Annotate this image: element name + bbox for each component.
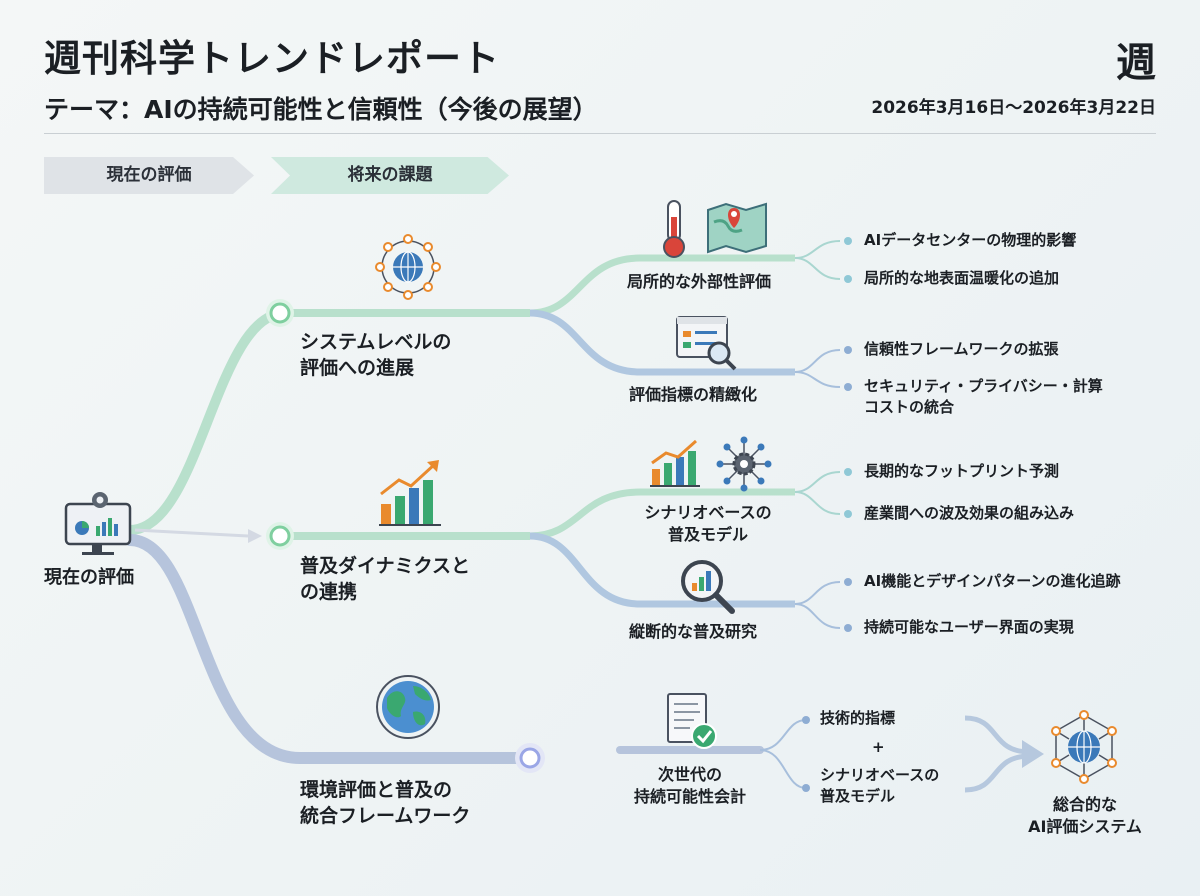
arrow-head [248,529,262,543]
node-branch1 [266,299,294,327]
leaf-1b-2-line1: セキュリティ・プライバシー・計算 [864,377,1103,395]
page-subtitle: テーマ：AIの持続可能性と信頼性（今後の展望） [44,95,598,124]
branch1-label: システムレベルの 評価への進展 [300,329,451,381]
branch2-label-line1: 普及ダイナミクスと [300,555,471,577]
map-pin-icon [707,202,767,254]
path-root-branch1 [125,308,290,535]
dashboard-magnifier-icon [676,316,737,371]
root-label: 現在の評価 [44,567,134,588]
chart-magnifier-icon [681,560,735,614]
sub2a-label-line1: シナリオベースの [644,503,772,522]
accounting-item-2: シナリオベースの 普及モデル [820,765,939,807]
sub1a-label: 局所的な外部性評価 [627,272,772,291]
sub2a-label-line2: 普及モデル [667,525,748,544]
leaf-2b-1: AI機能とデザインパターンの進化追跡 [864,572,1121,590]
leaf-1b-1: 信頼性フレームワークの拡張 [864,340,1059,358]
branch3-label-line1: 環境評価と普及の [300,779,453,801]
branch1-label-line1: システムレベルの [300,331,452,353]
branch1-label-line2: 評価への進展 [300,357,415,379]
week-mark: 週 [1116,40,1156,86]
leaf-1a-2: 局所的な地表面温暖化の追加 [864,269,1060,287]
branch2-label: 普及ダイナミクスと の連携 [300,553,470,605]
accounting-label-line1: 次世代の [657,765,722,784]
path-root-branch2 [134,528,249,538]
branch3-label: 環境評価と普及の 統合フレームワーク [300,777,470,829]
branch2-label-line2: の連携 [300,581,358,603]
branch3-label-line2: 統合フレームワーク [300,805,471,827]
path-branch2-upper [529,488,795,540]
node-branch3 [515,743,545,773]
header-divider [44,133,1156,134]
path-branch1-lower [529,309,795,376]
sub2b-label: 縦断的な普及研究 [629,622,758,641]
growth-chart-icon [379,460,441,526]
gear-network-icon [716,436,772,492]
leaf-1b-2: セキュリティ・プライバシー・計算 コストの統合 [864,376,1103,418]
accounting-item-2-line2: 普及モデル [820,787,896,805]
path-branch1-upper [529,254,795,317]
leaf-2a-1: 長期的なフットプリント予測 [864,462,1060,480]
document-check-icon [667,693,717,749]
monitor-gear-icon [64,492,132,555]
page-title: 週刊科学トレンドレポート [44,37,500,80]
accounting-label: 次世代の 持続可能性会計 [610,764,770,808]
trend-chart-icon [650,439,700,487]
date-range: 2026年3月16日〜2026年3月22日 [871,98,1156,118]
accounting-plus: + [872,738,885,756]
sub1b-label: 評価指標の精緻化 [629,385,758,404]
stage-current: 現在の評価 [44,157,254,194]
accounting-item-2-line1: シナリオベースの [820,766,940,784]
accounting-item-1: 技術的指標 [820,709,896,727]
thermometer-icon [663,200,685,258]
final-label: 総合的な AI評価システム [1000,794,1170,838]
path-branch2-lower [529,532,795,608]
final-label-line1: 総合的な [1052,795,1117,814]
earth-icon [376,675,440,739]
stage-future: 将来の課題 [271,157,509,194]
final-label-line2: AI評価システム [1028,817,1142,836]
final-arrow-head [1022,740,1044,768]
sub2a-label: シナリオベースの 普及モデル [627,502,789,546]
globe-network-icon [375,234,441,300]
accounting-label-line2: 持続可能性会計 [633,787,746,806]
node-branch2 [266,522,294,550]
leaf-1b-2-line2: コストの統合 [864,398,955,416]
path-root-branch3 [124,534,534,764]
leaf-2a-2: 産業間への波及効果の組み込み [864,504,1075,522]
leaf-1a-1: AIデータセンターの物理的影響 [864,231,1077,249]
leaf-2b-2: 持続可能なユーザー界面の実現 [864,618,1074,636]
globe-network-icon [1051,710,1117,784]
